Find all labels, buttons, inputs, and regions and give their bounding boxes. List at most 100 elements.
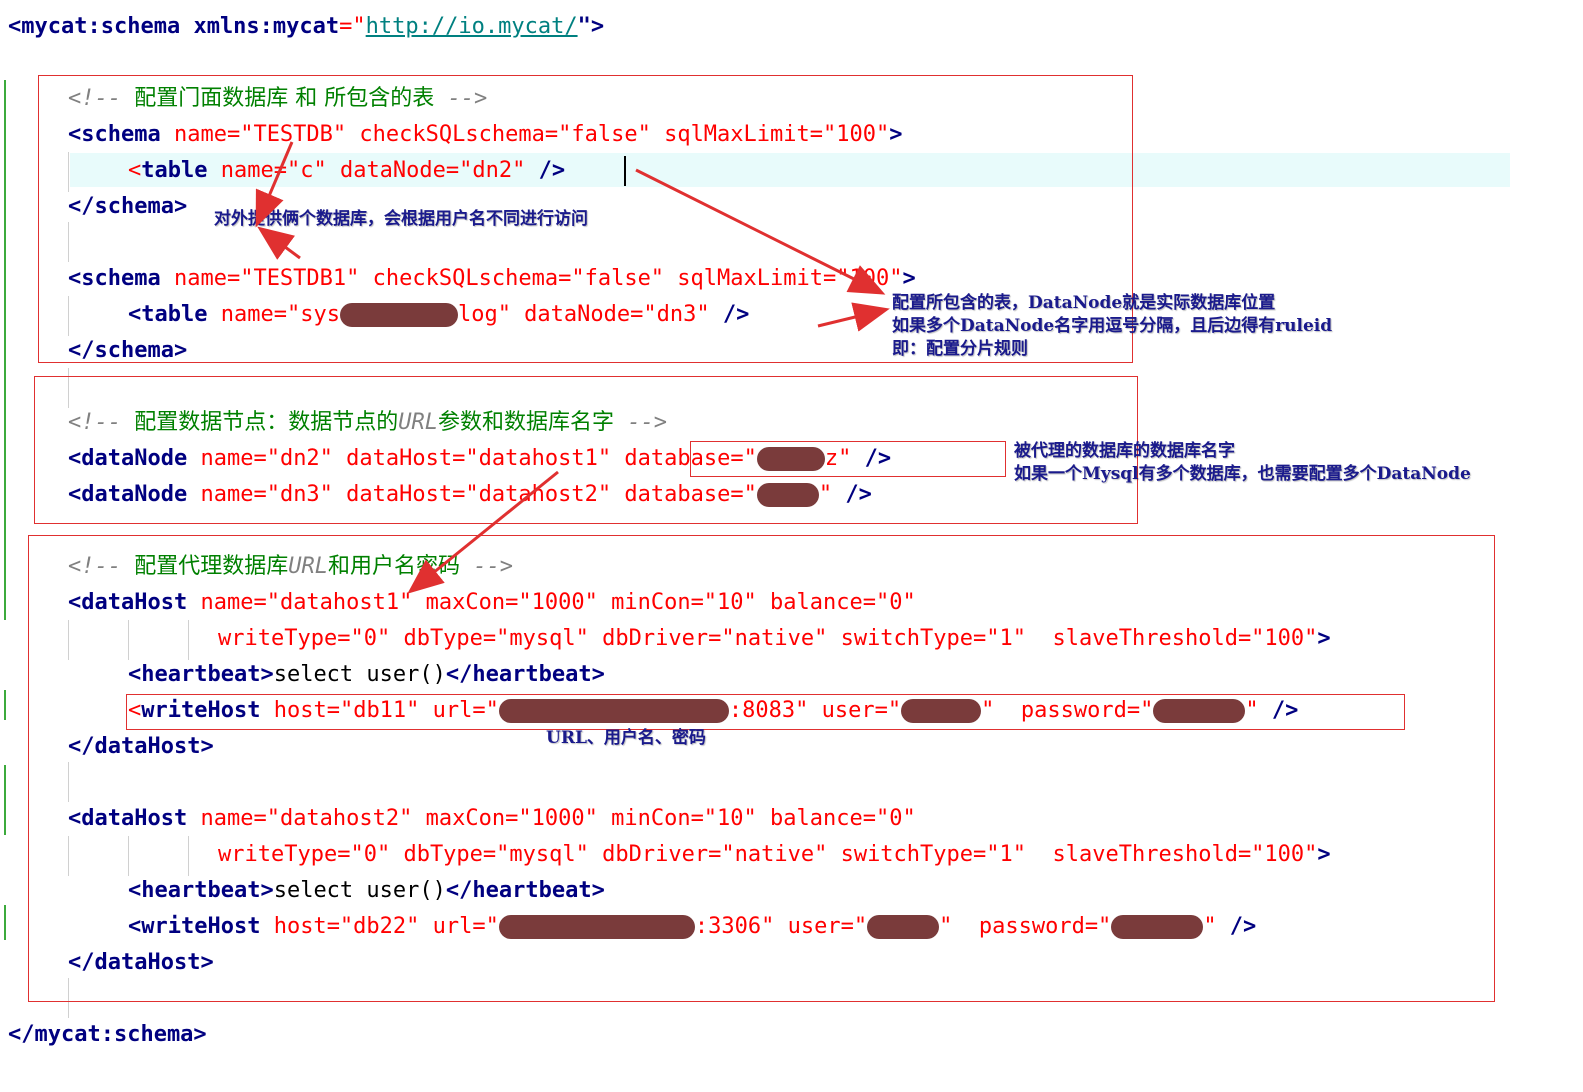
code-line-schema-close-1[interactable]: </schema> <box>68 192 187 222</box>
attr-value: ="db11" <box>326 698 420 723</box>
namespace-url-link[interactable]: http://io.mycat/ <box>365 14 578 39</box>
attr-value: =" <box>874 698 902 723</box>
redaction-mark <box>867 915 940 939</box>
tag-close: </mycat:schema> <box>8 1022 207 1047</box>
code-line-datahost2-attrs[interactable]: writeType="0" dbType="mysql" dbDriver="n… <box>218 840 1331 870</box>
indent-guide <box>68 152 69 192</box>
comment-start: <!-- <box>68 86 135 111</box>
attr-value: :8083" <box>728 698 809 723</box>
attr-value: ="false" <box>544 122 651 147</box>
attr-value: =" <box>1084 914 1112 939</box>
annotation-box-datahost <box>28 535 1495 1002</box>
annotation-note-table-line-3: 即：配置分片规则 <box>892 339 1028 359</box>
attr-name: password <box>952 914 1085 939</box>
attr-name: name <box>187 482 254 507</box>
indent-guide <box>68 836 69 876</box>
tag-open: <dataHost <box>68 590 188 615</box>
code-line-datahost1-attrs[interactable]: writeType="0" dbType="mysql" dbDriver="n… <box>218 624 1331 654</box>
code-line-comment-datahost[interactable]: <!-- 配置代理数据库URL和用户名密码 --> <box>68 552 513 582</box>
code-line-datahost1[interactable]: <dataHost name="datahost1" maxCon="1000"… <box>68 588 916 618</box>
code-line-schema-testdb[interactable]: <schema name="TESTDB" checkSQLschema="fa… <box>68 120 903 150</box>
code-line-comment-datanode[interactable]: <!-- 配置数据节点：数据节点的URL参数和数据库名字 --> <box>68 408 667 438</box>
tag-open: <schema <box>68 122 161 147</box>
attr-value: ="datahost2" <box>253 806 413 831</box>
code-line-datahost-close-1[interactable]: </dataHost> <box>68 732 214 762</box>
redaction-mark <box>756 483 819 507</box>
indent-guide <box>68 978 69 1018</box>
attr-name: switchType <box>827 842 974 867</box>
tag-lt: < <box>128 698 142 723</box>
attr-name: balance <box>756 806 863 831</box>
attr-name: name <box>160 122 227 147</box>
attr-name: password <box>994 698 1127 723</box>
attr-name: dataNode <box>326 158 446 183</box>
attr-name: xmlns:mycat <box>180 14 340 39</box>
attr-name: minCon <box>597 590 691 615</box>
code-line-comment-schema[interactable]: <!-- 配置门面数据库 和 所包含的表 --> <box>68 84 487 114</box>
tag-close: /> <box>832 482 872 507</box>
change-gutter-1 <box>4 80 6 620</box>
tag-open: < <box>8 14 22 39</box>
code-line-datanode-dn2[interactable]: <dataNode name="dn2" dataHost="datahost1… <box>68 444 891 474</box>
tag-open: <table <box>128 302 208 327</box>
attr-value: " <box>981 698 995 723</box>
attr-name: writeType <box>218 626 338 651</box>
tag-close: > <box>902 266 916 291</box>
attr-value: ="db22" <box>326 914 420 939</box>
attr-value: =" <box>840 914 868 939</box>
indent-guide <box>68 762 69 802</box>
code-line-writehost-db22[interactable]: <writeHost host="db22" url=":3306" user=… <box>128 912 1256 942</box>
attr-value: ="0" <box>862 590 916 615</box>
tag-name: mycat:schema <box>21 14 181 39</box>
attr-name: name <box>160 266 227 291</box>
tag-close: /> <box>851 446 892 471</box>
code-line-heartbeat-2[interactable]: <heartbeat>select user()</heartbeat> <box>128 876 605 906</box>
code-line-mycat-schema-close[interactable]: </mycat:schema> <box>8 1020 207 1050</box>
code-line-mycat-schema-open[interactable]: <mycat:schema xmlns:mycat="http://io.myc… <box>8 12 604 42</box>
attr-name: user <box>808 698 875 723</box>
attr-name: name <box>187 806 254 831</box>
attr-value: ="datahost1" <box>253 590 413 615</box>
attr-name: checkSQLschema <box>346 122 545 147</box>
attr-name: slaveThreshold <box>1026 842 1238 867</box>
attr-name: switchType <box>827 626 974 651</box>
tag-close: </heartbeat> <box>445 662 605 687</box>
comment-text: URL <box>398 410 438 435</box>
code-line-datahost-close-2[interactable]: </dataHost> <box>68 948 214 978</box>
attr-value: =" <box>730 482 757 507</box>
tag-name: writeHost <box>141 698 261 723</box>
attr-value: " <box>1203 914 1217 939</box>
attr-value: ="mysql" <box>482 626 589 651</box>
redaction-mark <box>339 303 458 327</box>
attr-name: maxCon <box>412 590 506 615</box>
code-line-writehost-db11[interactable]: <writeHost host="db11" url=":8083" user=… <box>128 696 1298 726</box>
redaction-mark <box>1111 915 1204 939</box>
comment-text: 参数和数据库名字 <box>438 410 615 435</box>
indent-guide <box>68 222 69 262</box>
attr-value: ="1000" <box>505 590 598 615</box>
attr-name: checkSQLschema <box>359 266 559 291</box>
attr-value: ="0" <box>862 806 916 831</box>
code-line-heartbeat-1[interactable]: <heartbeat>select user()</heartbeat> <box>128 660 605 690</box>
attr-name: dbType <box>390 842 483 867</box>
tag-name: table <box>141 158 208 183</box>
attr-value: ="mysql" <box>482 842 589 867</box>
code-line-datahost2[interactable]: <dataHost name="datahost2" maxCon="1000"… <box>68 804 916 834</box>
annotation-note-url-credentials: URL、用户名、密码 <box>546 728 706 748</box>
comment-end: --> <box>434 86 488 111</box>
tag-lt: < <box>128 158 142 183</box>
attr-name: dbDriver <box>588 626 709 651</box>
tag-close: > <box>889 122 903 147</box>
attr-value: ="dn2" <box>445 158 526 183</box>
redaction-mark <box>498 699 729 723</box>
heartbeat-sql: select user() <box>273 878 446 903</box>
code-line-schema-close-2[interactable]: </schema> <box>68 336 187 366</box>
attr-name: database <box>611 446 731 471</box>
text-caret <box>624 156 626 186</box>
tag-close: </dataHost> <box>68 950 214 975</box>
tag-close: > <box>1317 842 1331 867</box>
indent-guide <box>188 620 189 660</box>
attr-value: ="sys <box>273 302 340 327</box>
attr-name: url <box>419 698 473 723</box>
